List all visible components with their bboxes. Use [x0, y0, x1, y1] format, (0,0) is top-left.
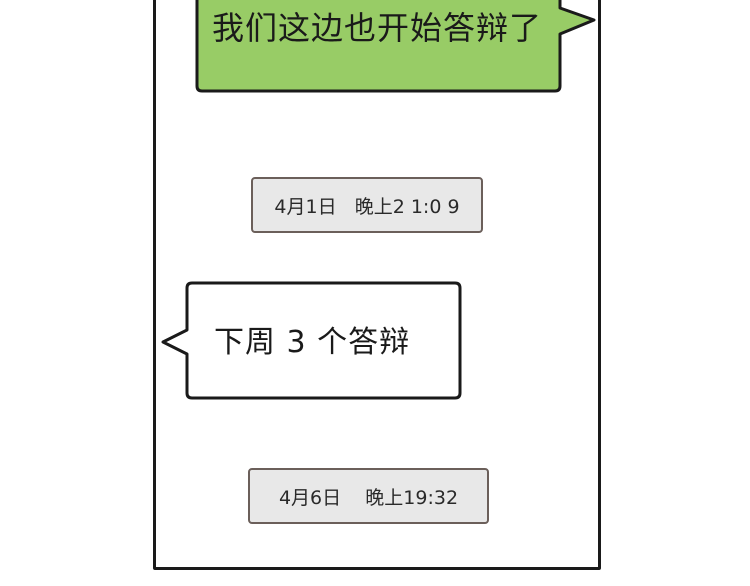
- sent-message-text: 我们这边也开始答辩了: [212, 9, 543, 47]
- sent-bubble-shape: [195, 0, 596, 93]
- received-message-bubble[interactable]: [160, 280, 464, 402]
- received-bubble-shape: [161, 281, 462, 400]
- received-message-text: 下周 3 个答辩: [214, 325, 411, 360]
- timestamp-badge: 4月6日 晚上19:32: [248, 468, 489, 524]
- timestamp-badge: 4月1日 晚上2 1:0 9: [251, 177, 483, 233]
- timestamp-text: 4月1日 晚上2 1:0 9: [274, 195, 460, 218]
- timestamp-text: 4月6日 晚上19:32: [278, 486, 459, 509]
- sent-message-bubble[interactable]: [190, 0, 600, 94]
